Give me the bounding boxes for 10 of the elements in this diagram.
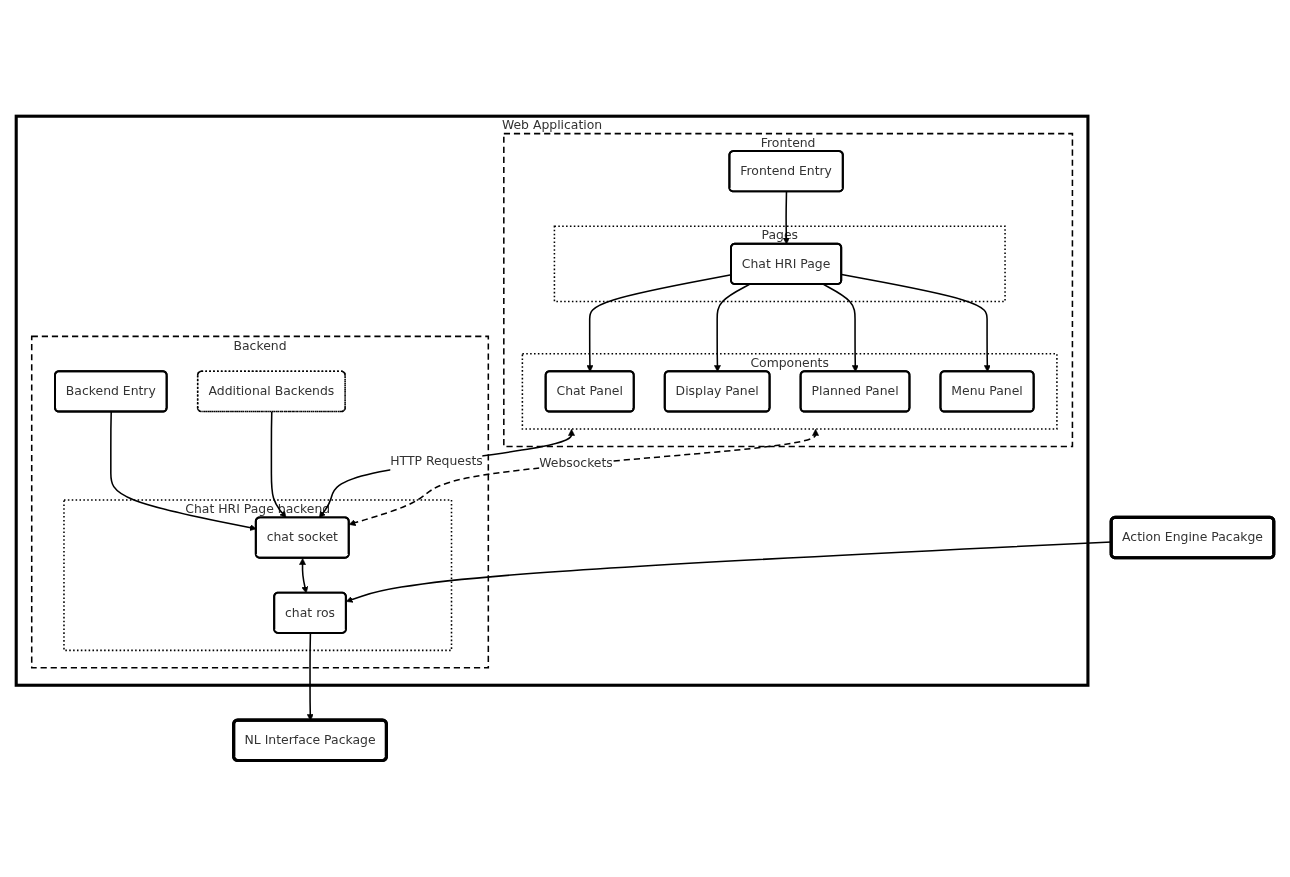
arrow bbox=[299, 558, 309, 594]
edge-label: Websockets bbox=[539, 455, 613, 471]
arrow bbox=[714, 283, 751, 373]
arrow bbox=[270, 411, 287, 519]
arrow bbox=[822, 283, 859, 373]
arrow bbox=[782, 191, 790, 245]
arrow bbox=[306, 632, 314, 721]
arrow bbox=[318, 429, 575, 519]
edge-label: HTTP Requests bbox=[390, 454, 483, 469]
arrow bbox=[348, 429, 819, 527]
